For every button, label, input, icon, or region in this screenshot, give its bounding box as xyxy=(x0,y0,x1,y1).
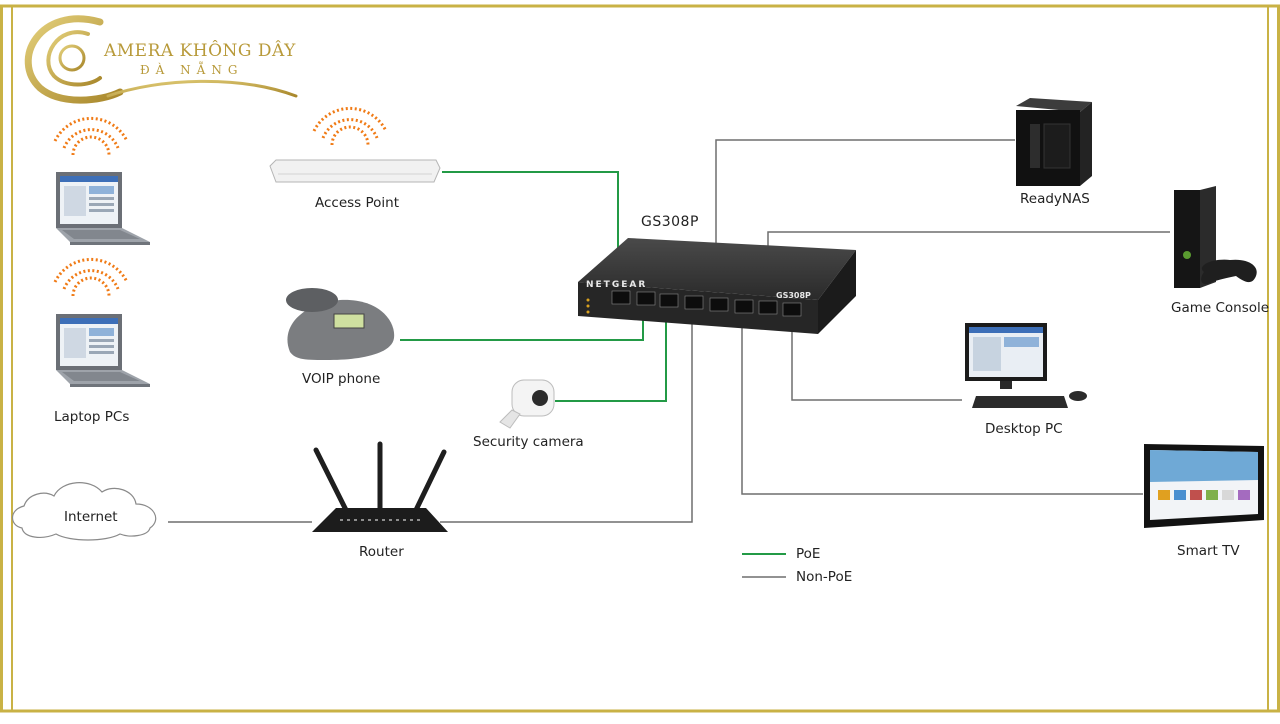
switch-top xyxy=(578,238,856,300)
voip-screen xyxy=(333,313,365,329)
switch-ports xyxy=(611,290,802,317)
router-antenna-right xyxy=(413,449,447,513)
laptops-label: Laptop PCs xyxy=(54,409,129,425)
laptop-pcs-device[interactable]: Laptop PCs xyxy=(53,116,150,425)
access-point-icon xyxy=(269,159,441,183)
tv-tile xyxy=(1238,490,1250,500)
screen-titlebar xyxy=(969,327,1043,333)
logo-ring xyxy=(58,44,86,72)
router-label: Router xyxy=(359,544,404,560)
nas-bay xyxy=(1030,124,1040,168)
desktop-pc-device[interactable]: Desktop PC xyxy=(965,323,1087,437)
tv-tile xyxy=(1206,490,1218,500)
camera-mount xyxy=(499,409,521,429)
brand-line1: AMERA KHÔNG DÂY xyxy=(103,40,296,61)
cloud-icon xyxy=(11,482,157,541)
legend: PoE Non-PoE xyxy=(742,546,852,585)
switch-brand: NETGEAR xyxy=(586,280,647,290)
router-antenna-left xyxy=(313,447,349,513)
readynas-label: ReadyNAS xyxy=(1020,191,1090,207)
voip-phone-icon xyxy=(287,299,395,360)
nas-panel xyxy=(1043,123,1071,169)
smart-tv-device[interactable]: Smart TV xyxy=(1144,444,1264,559)
internet-label: Internet xyxy=(64,509,118,525)
internet-cloud[interactable]: Internet xyxy=(11,482,157,541)
router-device[interactable]: Router xyxy=(312,441,448,560)
legend-poe-label: PoE xyxy=(796,546,820,562)
switch-title: GS308P xyxy=(641,214,699,230)
tv-tile xyxy=(1174,490,1186,500)
mouse-icon xyxy=(1069,391,1087,401)
switch-model: GS308P xyxy=(776,291,811,300)
voip-speaker-icon xyxy=(286,288,338,312)
link-readynas xyxy=(715,139,1015,290)
screen-pane xyxy=(973,337,1001,371)
access-point-label: Access Point xyxy=(315,195,399,211)
security-camera-label: Security camera xyxy=(473,434,584,450)
wifi-waves-icon xyxy=(53,116,129,157)
brand-logo: AMERA KHÔNG DÂY ĐÀ NẴNG xyxy=(24,15,298,104)
game-console-label: Game Console xyxy=(1171,300,1269,316)
console-power-light xyxy=(1183,251,1191,259)
readynas-device[interactable]: ReadyNAS xyxy=(1016,98,1092,207)
laptop-icon xyxy=(56,172,150,245)
tv-tile xyxy=(1158,490,1170,500)
tv-tile xyxy=(1190,490,1202,500)
laptop-icon xyxy=(56,314,150,387)
nas-top xyxy=(1016,98,1092,112)
nas-side xyxy=(1080,102,1092,186)
logo-swirl-inner xyxy=(46,30,102,87)
game-console-icon xyxy=(1174,190,1200,288)
switch-leds xyxy=(586,298,590,314)
tv-tile xyxy=(1222,490,1234,500)
frame-border xyxy=(0,4,1280,713)
link-security-camera xyxy=(555,302,667,402)
legend-nonpoe-label: Non-PoE xyxy=(796,569,852,585)
desktop-pc-label: Desktop PC xyxy=(985,421,1063,437)
brand-line2: ĐÀ NẴNG xyxy=(140,60,243,77)
logo-swirl-outer xyxy=(24,15,124,104)
link-smart-tv xyxy=(741,302,1143,495)
camera-lens xyxy=(532,390,548,406)
security-camera-device[interactable]: Security camera xyxy=(473,379,584,450)
tv-banner xyxy=(1150,450,1258,482)
monitor-stand xyxy=(1000,381,1012,389)
keyboard-icon xyxy=(972,396,1068,408)
wifi-waves-icon xyxy=(312,106,388,147)
screen-banner xyxy=(1004,337,1039,347)
switch-side xyxy=(818,250,856,334)
wifi-waves-icon xyxy=(53,257,129,298)
voip-phone-label: VOIP phone xyxy=(302,371,380,387)
switch-gs308p[interactable]: GS308P NETGEAR GS308P xyxy=(578,214,856,334)
logo-underline xyxy=(106,79,298,98)
game-console-device[interactable]: Game Console xyxy=(1171,186,1269,316)
voip-phone-device[interactable]: VOIP phone xyxy=(286,288,395,387)
link-router xyxy=(440,302,693,523)
router-icon xyxy=(312,508,448,532)
controller-icon xyxy=(1201,259,1257,285)
smart-tv-label: Smart TV xyxy=(1177,543,1240,559)
link-desktop-pc xyxy=(791,302,962,401)
access-point-device[interactable]: Access Point xyxy=(269,106,441,211)
